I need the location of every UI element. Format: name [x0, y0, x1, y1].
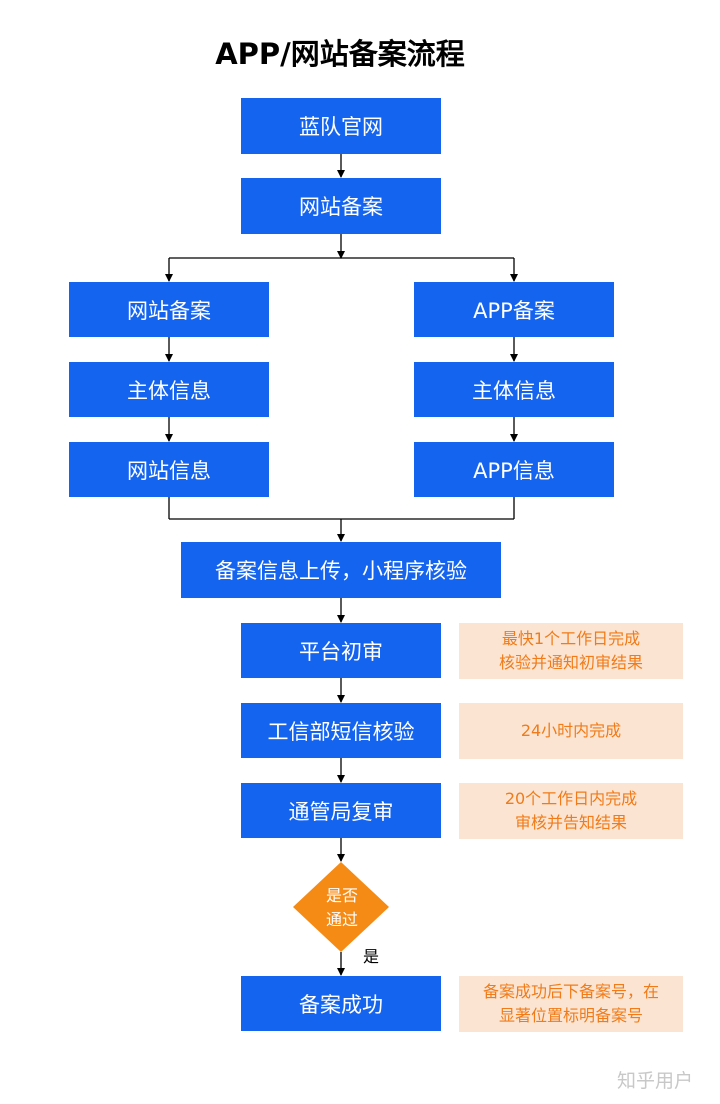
decision-diamond — [293, 862, 389, 952]
edge-label-yes: 是 — [362, 947, 379, 966]
node-website-filing: 网站备案 — [69, 282, 269, 337]
note-bureau-review: 20个工作日内完成 审核并告知结果 — [459, 783, 683, 839]
node-app-info: APP信息 — [414, 442, 614, 497]
node-app-filing: APP备案 — [414, 282, 614, 337]
note-filing-success: 备案成功后下备案号，在 显著位置标明备案号 — [459, 976, 683, 1032]
node-lanui-official-site: 蓝队官网 — [241, 98, 441, 154]
node-website-filing-top: 网站备案 — [241, 178, 441, 234]
zhihu-watermark: 知乎用户 — [616, 1069, 693, 1092]
node-miit-sms-verify: 工信部短信核验 — [241, 703, 441, 758]
node-website-info: 网站信息 — [69, 442, 269, 497]
node-platform-review: 平台初审 — [241, 623, 441, 678]
page-title: APP/网站备案流程 — [215, 37, 465, 71]
node-upload-verify: 备案信息上传，小程序核验 — [181, 542, 501, 598]
node-subject-info-left: 主体信息 — [69, 362, 269, 417]
decision-label: 是否 通过 — [325, 886, 358, 929]
note-miit-sms: 24小时内完成 — [459, 703, 683, 759]
node-bureau-review: 通管局复审 — [241, 783, 441, 838]
node-subject-info-right: 主体信息 — [414, 362, 614, 417]
node-filing-success: 备案成功 — [241, 976, 441, 1031]
note-platform-review: 最快1个工作日完成 核验并通知初审结果 — [459, 623, 683, 679]
